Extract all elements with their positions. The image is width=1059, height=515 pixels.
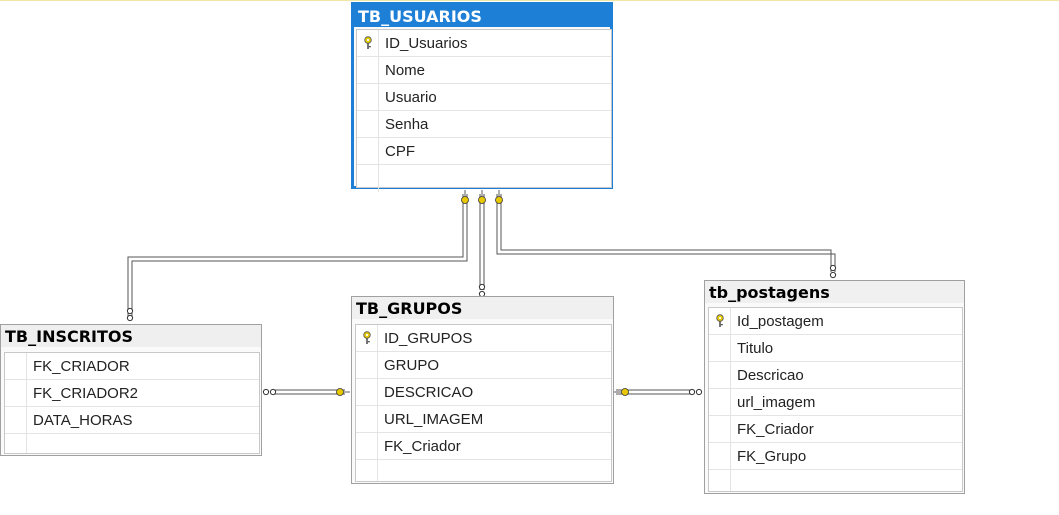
empty-column-row[interactable]	[357, 165, 611, 192]
empty-column-row[interactable]	[709, 470, 962, 491]
table-title: TB_INSCRITOS	[1, 325, 261, 347]
empty-column-row[interactable]	[5, 434, 259, 453]
column-row[interactable]: Id_postagem	[709, 308, 962, 335]
rel-grupos-inscritos[interactable]	[275, 389, 345, 395]
rel-usuarios-inscritos[interactable]	[127, 194, 468, 316]
column-row[interactable]: FK_Grupo	[709, 443, 962, 470]
table-tb-usuarios[interactable]: TB_USUARIOS ID_Usuarios Nome Usuario Sen…	[351, 2, 613, 192]
primary-key-icon	[716, 314, 724, 327]
table-title: tb_postagens	[705, 281, 964, 303]
column-row[interactable]: ID_Usuarios	[357, 30, 611, 57]
table-title: TB_GRUPOS	[352, 297, 613, 319]
column-row[interactable]: Nome	[357, 57, 611, 84]
column-row[interactable]: FK_CRIADOR2	[5, 380, 259, 407]
column-row[interactable]: Descricao	[709, 362, 962, 389]
column-row[interactable]: Usuario	[357, 84, 611, 111]
column-row[interactable]: CPF	[357, 138, 611, 165]
table-tb-inscritos[interactable]: TB_INSCRITOS FK_CRIADOR FK_CRIADOR2 DATA…	[0, 324, 262, 456]
key-end-markers	[336, 190, 629, 396]
many-end-markers	[126, 264, 837, 396]
column-row[interactable]: Senha	[357, 111, 611, 138]
table-tb-postagens[interactable]: tb_postagens Id_postagem Titulo Descrica…	[704, 280, 965, 494]
column-row[interactable]: DESCRICAO	[356, 379, 611, 406]
canvas-top-edge	[0, 0, 1059, 1]
column-grid: FK_CRIADOR FK_CRIADOR2 DATA_HORAS	[4, 352, 260, 454]
empty-column-row[interactable]	[356, 460, 611, 481]
table-tb-grupos[interactable]: TB_GRUPOS ID_GRUPOS GRUPO DESCRICAO URL_…	[351, 296, 614, 484]
rel-usuarios-grupos[interactable]	[479, 194, 485, 290]
column-row[interactable]: url_imagem	[709, 389, 962, 416]
column-row[interactable]: FK_Criador	[709, 416, 962, 443]
column-row[interactable]: FK_CRIADOR	[5, 353, 259, 380]
column-row[interactable]: DATA_HORAS	[5, 407, 259, 434]
column-row[interactable]: FK_Criador	[356, 433, 611, 460]
column-row[interactable]: URL_IMAGEM	[356, 406, 611, 433]
primary-key-icon	[364, 36, 372, 49]
primary-key-icon	[363, 331, 371, 344]
table-title: TB_USUARIOS	[354, 5, 610, 27]
column-grid: Id_postagem Titulo Descricao url_imagem …	[708, 307, 963, 492]
rel-usuarios-postagens[interactable]	[496, 194, 836, 272]
column-row[interactable]: Titulo	[709, 335, 962, 362]
column-grid: ID_Usuarios Nome Usuario Senha CPF	[356, 29, 612, 192]
column-grid: ID_GRUPOS GRUPO DESCRICAO URL_IMAGEM FK_…	[355, 324, 612, 482]
column-row[interactable]: GRUPO	[356, 352, 611, 379]
column-row[interactable]: ID_GRUPOS	[356, 325, 611, 352]
